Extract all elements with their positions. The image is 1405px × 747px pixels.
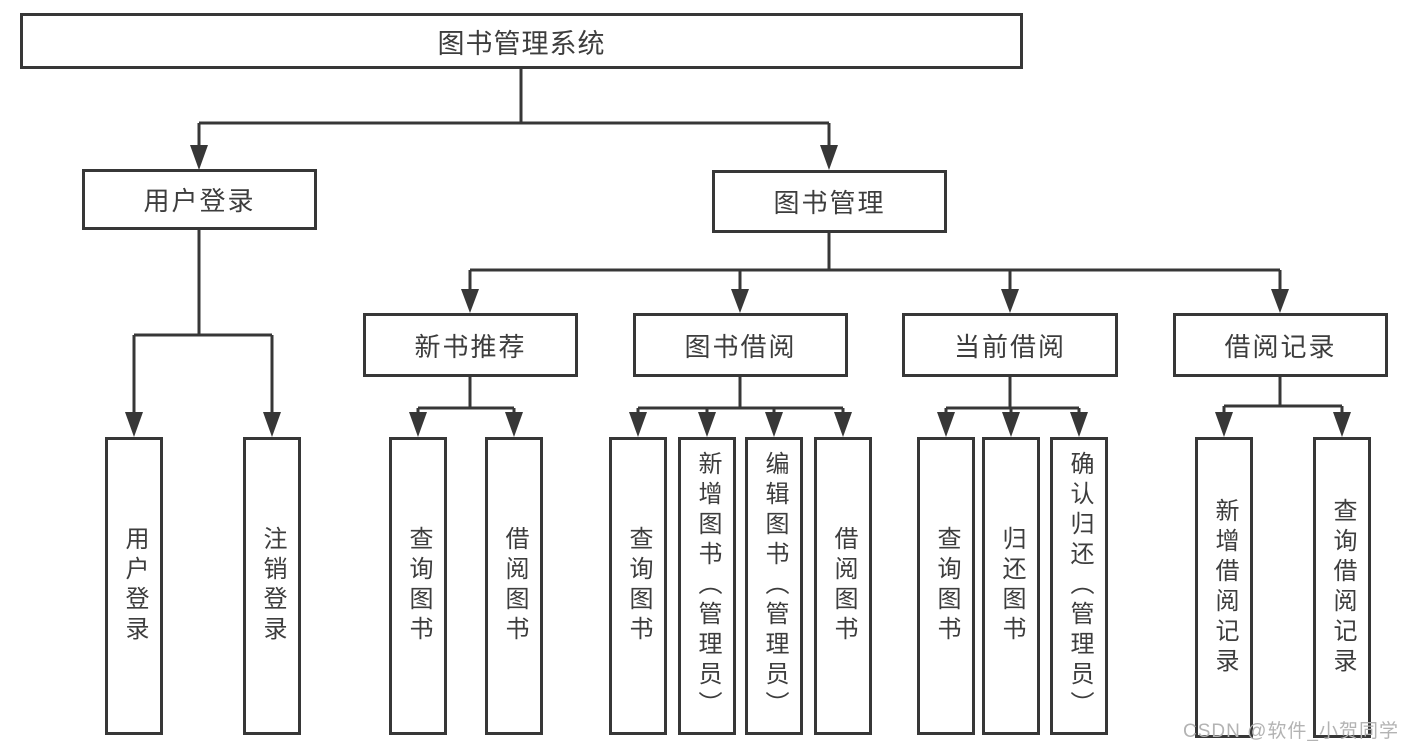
leaf-query-borrow-record: 查询借阅记录 <box>1313 437 1371 738</box>
arrowhead-icon <box>461 289 479 313</box>
arrowhead-icon <box>937 412 955 437</box>
leaf-add-books-admin: 新增图书（管理员） <box>678 437 736 735</box>
leaf-return-books: 归还图书 <box>982 437 1040 735</box>
arrowhead-icon <box>190 145 208 170</box>
leaf-logout: 注销登录 <box>243 437 301 735</box>
arrowhead-icon <box>263 412 281 437</box>
node-new-book-recommend: 新书推荐 <box>363 313 578 377</box>
node-user-login: 用户登录 <box>82 169 317 230</box>
leaf-user-login: 用户登录 <box>105 437 163 735</box>
node-book-borrow: 图书借阅 <box>633 313 848 377</box>
leaf-borrow-query-books: 查询图书 <box>609 437 667 735</box>
leaf-recommend-borrow-books: 借阅图书 <box>485 437 543 735</box>
arrowhead-icon <box>1002 412 1020 437</box>
arrowhead-icon <box>125 412 143 437</box>
arrowhead-icon <box>1070 412 1088 437</box>
arrowhead-icon <box>1333 412 1351 437</box>
arrowhead-icon <box>731 289 749 313</box>
arrowhead-icon <box>629 412 647 437</box>
leaf-borrow-books: 借阅图书 <box>814 437 872 735</box>
leaf-add-borrow-record: 新增借阅记录 <box>1195 437 1253 738</box>
node-library-system: 图书管理系统 <box>20 13 1023 69</box>
arrowhead-icon <box>1271 289 1289 313</box>
leaf-edit-books-admin: 编辑图书（管理员） <box>745 437 803 735</box>
arrowhead-icon <box>1215 412 1233 437</box>
node-book-management: 图书管理 <box>712 170 947 233</box>
arrowhead-icon <box>834 412 852 437</box>
node-borrow-records: 借阅记录 <box>1173 313 1388 377</box>
arrowhead-icon <box>820 145 838 170</box>
arrowhead-icon <box>1001 289 1019 313</box>
node-current-borrow: 当前借阅 <box>902 313 1118 377</box>
arrowhead-icon <box>698 412 716 437</box>
leaf-current-query-books: 查询图书 <box>917 437 975 735</box>
leaf-recommend-query-books: 查询图书 <box>389 437 447 735</box>
leaf-confirm-return-admin: 确认归还（管理员） <box>1050 437 1108 735</box>
arrowhead-icon <box>505 412 523 437</box>
arrowhead-icon <box>765 412 783 437</box>
csdn-watermark: CSDN @软件_小贺同学 <box>1183 721 1399 742</box>
arrowhead-icon <box>409 412 427 437</box>
